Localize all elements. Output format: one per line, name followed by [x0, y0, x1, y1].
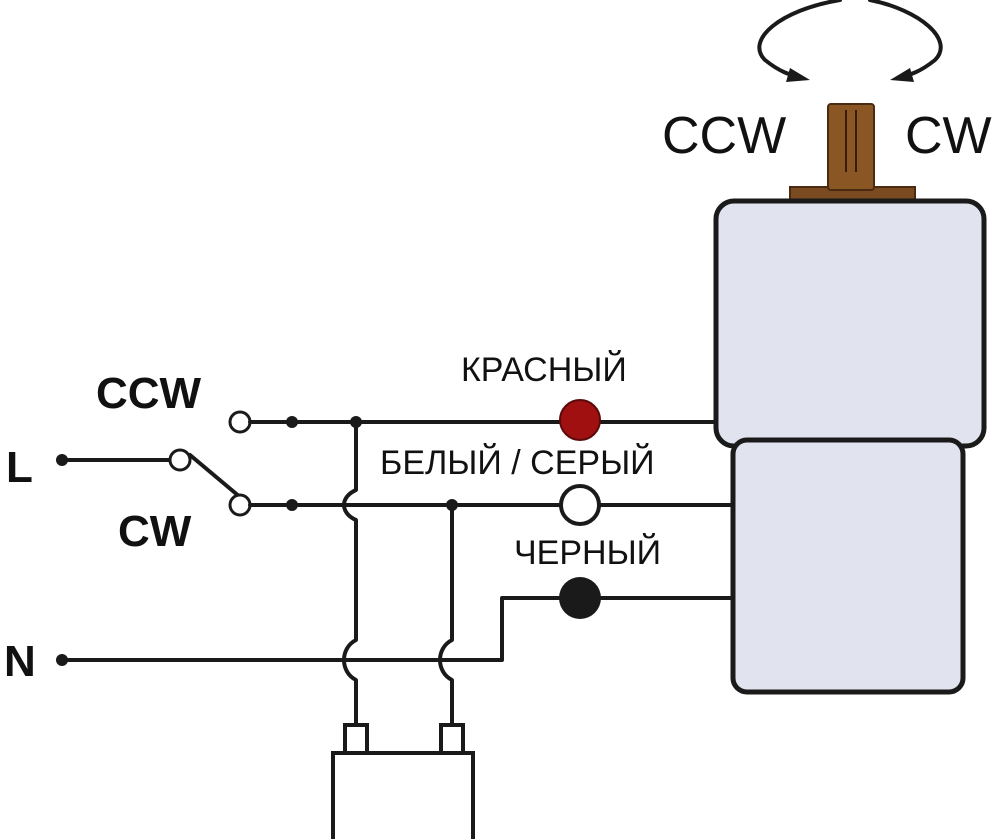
motor-gearbox-lower: [730, 437, 966, 695]
rotation-cw-label: CW: [905, 107, 992, 165]
line-label: L: [6, 443, 33, 492]
switch-common-contact: [168, 448, 192, 472]
rotation-arrow-icon: [757, 0, 943, 82]
switch-lever: [188, 453, 242, 499]
white-grey-wire-label: БЕЛЫЙ / СЕРЫЙ: [380, 444, 655, 482]
neutral-label: N: [4, 637, 36, 686]
switch-ccw-label: CCW: [96, 369, 202, 418]
white-grey-wire-marker: [559, 484, 601, 526]
motor-body-upper: [713, 198, 987, 449]
red-wire-marker: [559, 399, 601, 441]
motor-shaft: [789, 103, 916, 204]
capacitor: [331, 723, 475, 839]
switch-cw-label: CW: [118, 507, 192, 556]
black-wire-label: ЧЕРНЫЙ: [514, 534, 661, 572]
red-wire-label: КРАСНЫЙ: [461, 351, 627, 389]
ccw-arrowhead-icon: [786, 68, 810, 82]
switch-cw-contact: [228, 493, 252, 517]
black-wire-marker: [559, 577, 601, 619]
rotation-ccw-label: CCW: [662, 107, 786, 165]
switch-ccw-contact: [228, 410, 252, 434]
cw-arrowhead-icon: [890, 68, 914, 82]
